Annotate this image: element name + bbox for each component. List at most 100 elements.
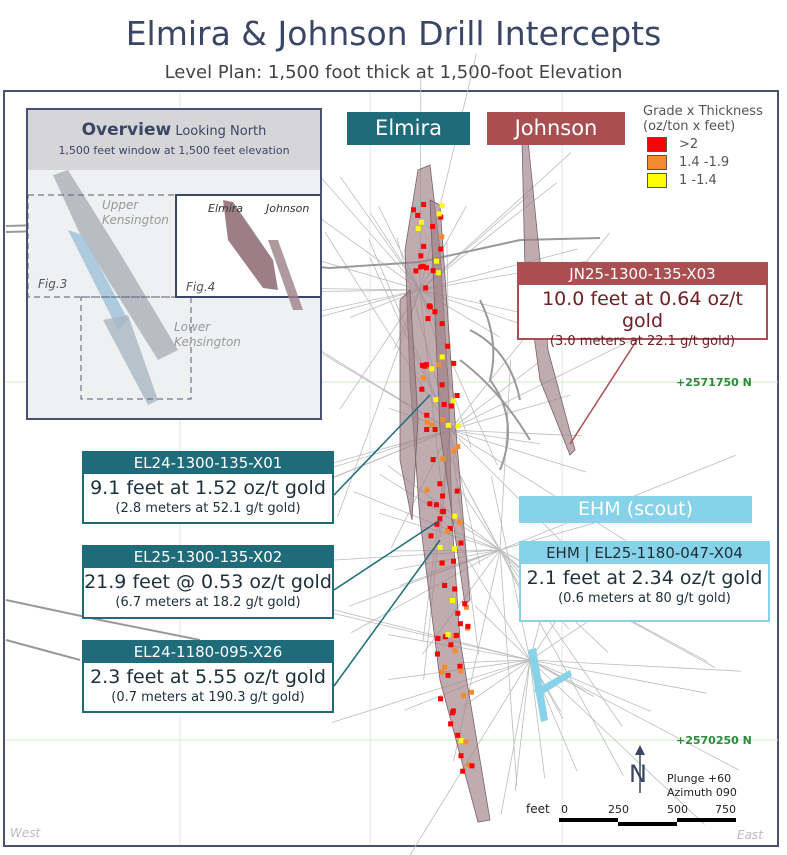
intercept-point [458, 738, 464, 744]
intercept-point [462, 601, 468, 607]
callout-line2: (6.7 meters at 18.2 g/t gold) [115, 595, 301, 610]
johnson-label: Johnson [487, 112, 625, 145]
intercept-point [440, 493, 446, 499]
intercept-point [440, 509, 446, 515]
intercept-point [437, 516, 443, 522]
drill-trace [449, 429, 582, 437]
east-label: East [737, 828, 763, 842]
intercept-point [440, 417, 446, 423]
drill-trace [529, 659, 708, 694]
intercept-point [432, 427, 438, 433]
intercept-point [448, 403, 454, 409]
callout-id: EL24-1180-095-X26 [84, 642, 332, 663]
intercept-point [465, 623, 471, 629]
intercept-point [440, 456, 446, 462]
intercept-point [439, 382, 445, 388]
drill-trace [529, 659, 741, 672]
intercept-point [430, 268, 436, 274]
intercept-point [445, 672, 451, 678]
intercept-point [463, 739, 469, 745]
north-label: N [629, 760, 647, 788]
intercept-point [436, 362, 442, 368]
intercept-point [418, 264, 424, 270]
intercept-point [455, 444, 461, 450]
drill-trace [309, 607, 531, 661]
intercept-points [411, 202, 475, 774]
intercept-point [453, 632, 459, 638]
intercept-point [452, 546, 458, 552]
callout-line1: 21.9 feet @ 0.53 oz/t gold [84, 571, 332, 593]
scale-tick: 750 [715, 803, 736, 816]
drill-trace [529, 659, 651, 712]
intercept-point [452, 513, 458, 519]
legend-swatch-red [647, 137, 667, 152]
intercept-point [457, 520, 463, 526]
elmira-ore-body [399, 164, 491, 823]
intercept-point [451, 558, 457, 564]
intercept-point [457, 621, 463, 627]
scale-unit: feet [526, 802, 550, 816]
intercept-point [413, 268, 419, 274]
intercept-point [454, 392, 460, 398]
overview-title-rest: Looking North [175, 124, 267, 139]
ehm-scout-label: EHM (scout) [519, 496, 752, 523]
intercept-point [434, 258, 440, 264]
intercept-point [438, 696, 444, 702]
intercept-point [423, 362, 429, 368]
intercept-point [442, 634, 448, 640]
drill-trace [462, 659, 531, 707]
intercept-point [441, 402, 447, 408]
figure-title: Elmira & Johnson Drill Intercepts [125, 14, 662, 53]
intercept-point [435, 270, 441, 276]
map-frame [3, 90, 779, 847]
callout-id: JN25-1300-135-X03 [519, 264, 766, 285]
intercept-point [444, 528, 450, 534]
intercept-point [460, 768, 466, 774]
drill-trace [499, 522, 595, 551]
ehm-scout-body [528, 648, 572, 722]
intercept-point [466, 762, 472, 768]
intercept-point [429, 223, 435, 229]
legend-units: (oz/ton x feet) [643, 119, 736, 134]
intercept-point [450, 710, 456, 716]
intercept-point [428, 533, 434, 539]
intercept-point [424, 426, 430, 432]
drill-trace [474, 605, 531, 661]
plunge-label: Plunge +60 [667, 772, 732, 785]
intercept-point [455, 423, 461, 429]
intercept-point [452, 648, 458, 654]
fig4-label: Fig.4 [186, 280, 216, 294]
intercept-point [458, 753, 464, 759]
drill-trace [514, 659, 531, 792]
intercept-point [445, 422, 451, 428]
drill-trace [449, 429, 540, 445]
callout-line1: 9.1 feet at 1.52 oz/t gold [90, 477, 326, 499]
intercept-point [437, 544, 443, 550]
intercept-point [439, 321, 445, 327]
callout-id: EHM | EL25-1180-047-X04 [521, 543, 768, 564]
drill-trace [306, 208, 421, 291]
callout-line2: (2.8 meters at 52.1 g/t gold) [115, 501, 301, 516]
intercept-point [442, 664, 448, 670]
intercept-point [439, 234, 445, 240]
intercept-point [420, 375, 426, 381]
intercept-point [418, 253, 424, 259]
drill-trace [351, 549, 501, 633]
intercept-point [450, 398, 456, 404]
intercept-point [427, 304, 433, 310]
drill-trace [529, 659, 705, 825]
drill-trace [500, 659, 531, 816]
intercept-point [418, 219, 424, 225]
drill-trace [328, 549, 501, 561]
intercept-point [434, 521, 440, 527]
callout-line2: (0.7 meters at 190.3 g/t gold) [111, 690, 305, 705]
intercept-point [433, 397, 439, 403]
scale-bar [559, 818, 736, 826]
intercept-point [425, 316, 431, 322]
legend-label: >2 [679, 137, 699, 152]
intercept-point [469, 763, 475, 769]
intercept-point [430, 457, 436, 463]
intercept-point [439, 203, 445, 209]
intercept-point [447, 525, 453, 531]
intercept-point [458, 668, 464, 674]
